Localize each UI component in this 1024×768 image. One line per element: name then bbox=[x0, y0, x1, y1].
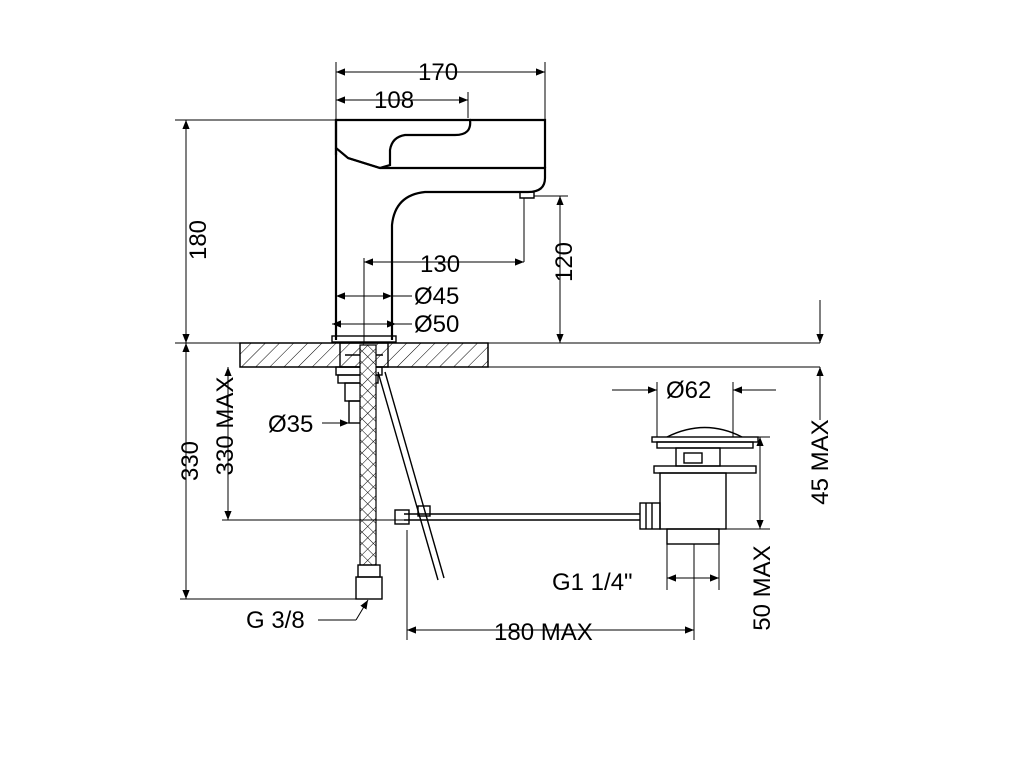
pop-up-waste bbox=[639, 426, 759, 545]
dim-spout-height: 120 bbox=[551, 242, 578, 282]
dim-waste-body: 50 MAX bbox=[749, 545, 776, 630]
dim-pull-rod-reach: 180 MAX bbox=[494, 619, 593, 646]
dimension-labels: 170 108 180 130 120 Ø45 Ø50 Ø35 330 330 … bbox=[177, 59, 834, 646]
dim-height-total: 180 bbox=[185, 220, 212, 260]
dim-shank: Ø35 bbox=[268, 411, 313, 438]
dim-handle-width: 108 bbox=[374, 87, 414, 114]
dim-waste-height: 45 MAX bbox=[807, 419, 834, 504]
dim-waste-thread: G1 1/4" bbox=[552, 569, 633, 596]
mounting-assembly bbox=[335, 342, 640, 600]
countertop bbox=[175, 342, 820, 368]
dim-base-inner: Ø45 bbox=[414, 283, 459, 310]
dim-hose-thread: G 3/8 bbox=[246, 607, 305, 634]
dim-below-deck: 330 bbox=[177, 441, 204, 481]
dim-base-outer: Ø50 bbox=[414, 311, 459, 338]
dim-waste-diameter: Ø62 bbox=[666, 377, 711, 404]
dim-hose-length: 330 MAX bbox=[212, 377, 239, 476]
dim-spout-reach: 130 bbox=[420, 251, 460, 278]
dimension-lines bbox=[175, 62, 824, 640]
dim-width-total: 170 bbox=[418, 59, 458, 86]
